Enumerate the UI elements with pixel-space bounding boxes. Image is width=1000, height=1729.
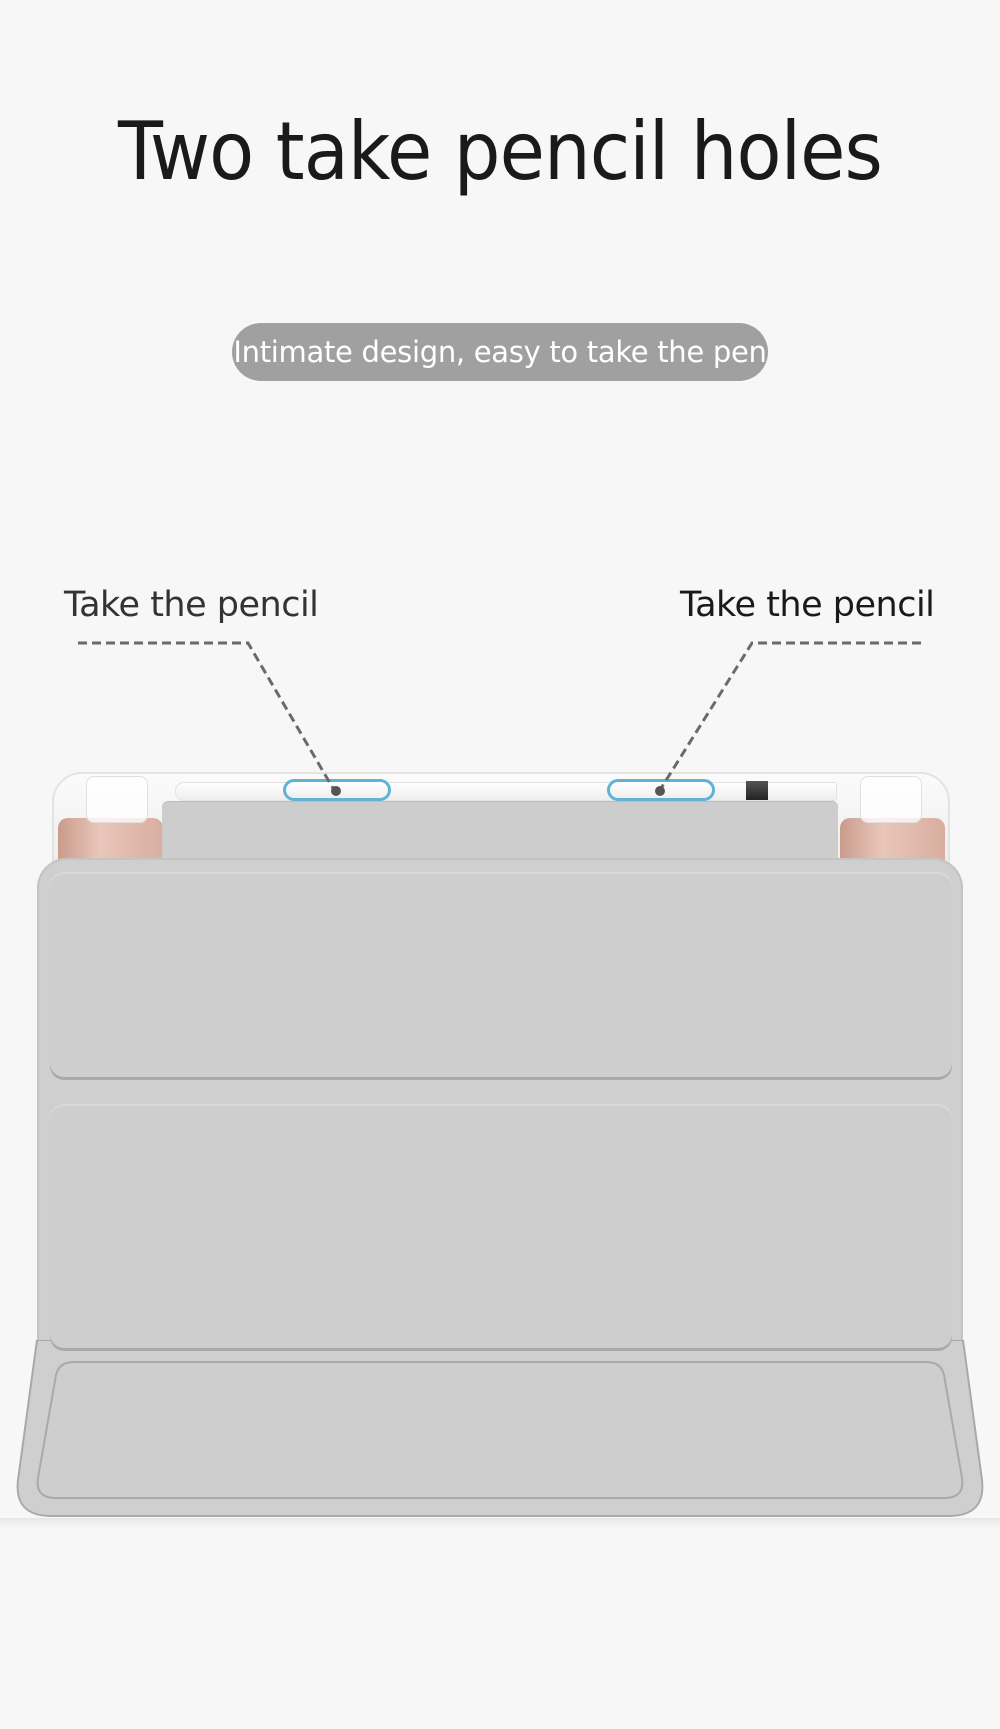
feature-badge-text: Intimate design, easy to take the pen (233, 335, 767, 369)
folio-cover-stand-flap (16, 1340, 984, 1517)
pencil-hole-right (607, 779, 715, 801)
cover-panel-middle (50, 1104, 952, 1348)
pencil-hole-left (283, 779, 391, 801)
page-title: Two take pencil holes (118, 105, 883, 198)
corner-bumper-right (860, 776, 922, 823)
callout-label-left: Take the pencil (64, 585, 319, 625)
feature-badge: Intimate design, easy to take the pen (232, 323, 768, 381)
callout-label-right: Take the pencil (680, 585, 935, 625)
ground-shadow (0, 1518, 1000, 1528)
corner-bumper-left (86, 776, 148, 823)
cover-panel-top (50, 872, 952, 1077)
pencil-band (746, 781, 768, 800)
stylus-pencil (175, 782, 837, 801)
leader-line-right (658, 641, 921, 791)
leader-line-left (78, 641, 336, 791)
